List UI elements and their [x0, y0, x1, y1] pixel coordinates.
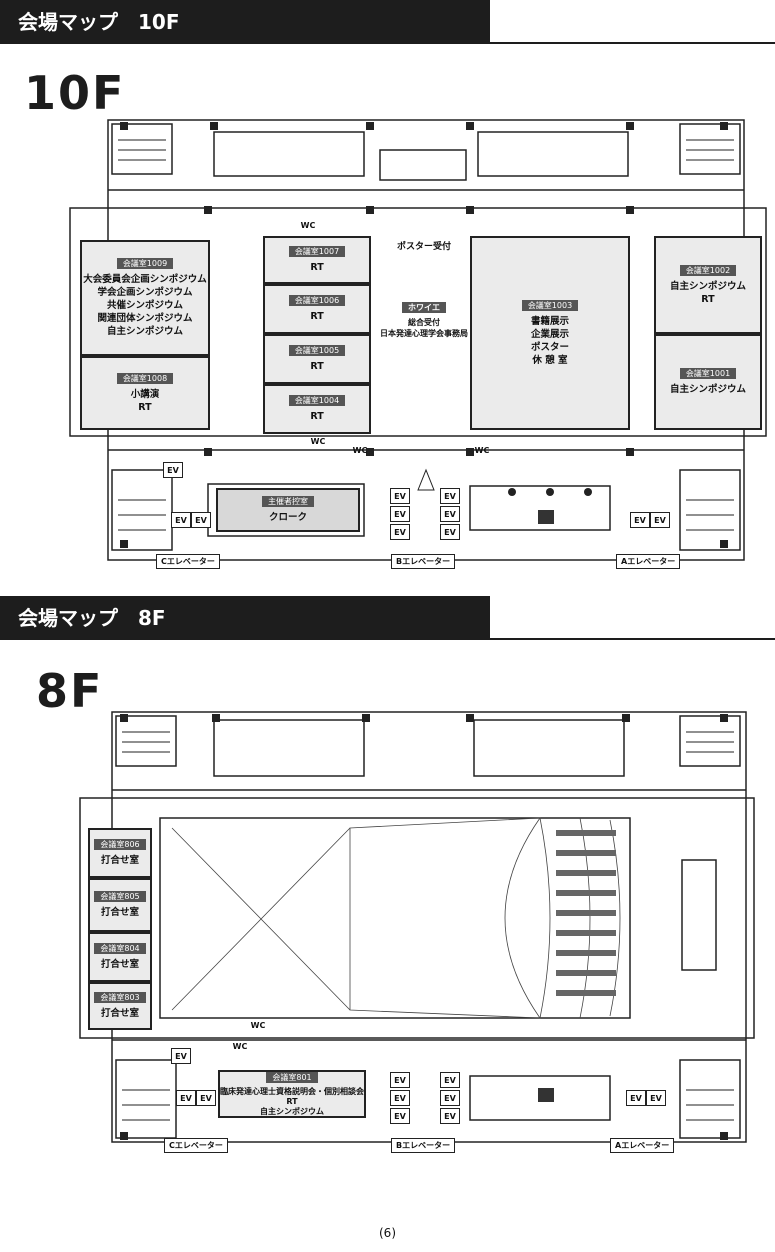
- room-usage: 大会委員会企画シンポジウム 学会企画シンポジウム 共催シンポジウム 関連団体シン…: [83, 274, 207, 337]
- room-usage: 小講演 RT: [130, 388, 160, 413]
- elevator-ev: EV: [440, 524, 460, 540]
- page-number: (6): [379, 1226, 396, 1240]
- wc-label: WC: [474, 446, 490, 455]
- elevator-a-label: Aエレベーター: [616, 554, 681, 569]
- room-806[interactable]: 会議室806 打合せ室: [88, 828, 152, 878]
- elevator-a-label: Aエレベーター: [610, 1138, 675, 1153]
- elevator-ev: EV: [650, 512, 670, 528]
- room-usage: 打合せ室: [100, 855, 139, 866]
- elevator-ev: EV: [390, 488, 410, 504]
- room-usage: 自主シンポジウム RT: [669, 280, 746, 305]
- room-cloak[interactable]: 主催者控室 クローク: [216, 488, 360, 532]
- room-tag: 会議室1007: [288, 246, 346, 257]
- room-1003[interactable]: 会議室1003 書籍展示 企業展示 ポスター 休 憩 室: [470, 236, 630, 430]
- elevator-ev: EV: [171, 1048, 191, 1064]
- elevator-c-label: Cエレベーター: [164, 1138, 228, 1153]
- elevator-ev: EV: [171, 512, 191, 528]
- room-tag: 会議室805: [94, 891, 146, 902]
- foyer-info: ホワイエ 総合受付 日本発達心理学会事務局: [376, 302, 472, 339]
- section-banner-10f: 会場マップ 10F: [0, 0, 490, 44]
- room-tag: 会議室1001: [679, 368, 737, 379]
- room-801[interactable]: 会議室801 臨床発達心理士資格説明会・個別相談会 RT 自主シンポジウム: [218, 1070, 366, 1118]
- elevator-ev: EV: [626, 1090, 646, 1106]
- room-usage: RT: [310, 311, 324, 322]
- floor-label-10f: 10F: [24, 66, 126, 120]
- elevator-c-label: Cエレベーター: [156, 554, 220, 569]
- room-usage: 総合受付 日本発達心理学会事務局: [380, 318, 468, 338]
- elevator-ev: EV: [440, 1072, 460, 1088]
- section-title: 会場マップ 10F: [18, 10, 180, 34]
- room-1009[interactable]: 会議室1009 大会委員会企画シンポジウム 学会企画シンポジウム 共催シンポジウ…: [80, 240, 210, 356]
- room-usage: RT: [310, 361, 324, 372]
- wc-label: WC: [232, 1042, 248, 1051]
- floor-label-8f: 8F: [36, 664, 104, 718]
- wc-label: WC: [250, 1021, 266, 1030]
- room-tag: 会議室803: [94, 992, 146, 1003]
- elevator-ev: EV: [176, 1090, 196, 1106]
- room-tag: 会議室1002: [679, 264, 737, 276]
- elevator-ev: EV: [390, 506, 410, 522]
- room-tag: 会議室1009: [116, 258, 174, 269]
- poster-reception-label: ポスター受付: [396, 242, 451, 252]
- room-tag: 会議室801: [266, 1071, 318, 1083]
- room-usage: クローク: [268, 512, 307, 523]
- room-tag: ホワイエ: [402, 302, 446, 313]
- room-803[interactable]: 会議室803 打合せ室: [88, 982, 152, 1030]
- elevator-ev: EV: [191, 512, 211, 528]
- elevator-ev: EV: [440, 1108, 460, 1124]
- elevator-ev: EV: [646, 1090, 666, 1106]
- room-usage: RT: [310, 262, 324, 273]
- floor-plan-10f-outline: [69, 119, 767, 561]
- room-1001[interactable]: 会議室1001 自主シンポジウム: [654, 334, 762, 430]
- room-tag: 会議室806: [94, 839, 146, 850]
- elevator-b-label: Bエレベーター: [391, 1138, 456, 1153]
- room-tag: 会議室804: [94, 943, 146, 954]
- room-usage: 自主シンポジウム: [669, 384, 746, 395]
- room-1007[interactable]: 会議室1007 RT: [263, 236, 371, 284]
- room-1004[interactable]: 会議室1004 RT: [263, 384, 371, 434]
- room-usage: 打合せ室: [100, 959, 139, 970]
- room-805[interactable]: 会議室805 打合せ室: [88, 878, 152, 932]
- room-tag: 会議室1004: [288, 395, 346, 406]
- wc-label: WC: [300, 221, 316, 230]
- room-tag: 主催者控室: [262, 496, 314, 507]
- elevator-ev: EV: [440, 506, 460, 522]
- room-1005[interactable]: 会議室1005 RT: [263, 334, 371, 384]
- room-usage: 臨床発達心理士資格説明会・個別相談会 RT 自主シンポジウム: [220, 1086, 364, 1116]
- room-tag: 会議室1008: [116, 372, 174, 384]
- elevator-ev: EV: [630, 512, 650, 528]
- section-banner-8f: 会場マップ 8F: [0, 596, 490, 640]
- elevator-ev: EV: [390, 1090, 410, 1106]
- divider: [0, 42, 775, 44]
- floor-map-8f: 会議室806 打合せ室 会議室805 打合せ室 会議室804 打合せ室 会議室8…: [79, 711, 755, 1153]
- room-tag: 会議室1003: [521, 299, 579, 311]
- room-tag: 会議室1005: [288, 345, 346, 356]
- room-804[interactable]: 会議室804 打合せ室: [88, 932, 152, 982]
- elevator-ev: EV: [440, 488, 460, 504]
- room-1002[interactable]: 会議室1002 自主シンポジウム RT: [654, 236, 762, 334]
- elevator-ev: EV: [163, 462, 183, 478]
- section-title: 会場マップ 8F: [18, 606, 166, 630]
- room-usage: 書籍展示 企業展示 ポスター 休 憩 室: [530, 315, 569, 366]
- elevator-ev: EV: [196, 1090, 216, 1106]
- elevator-ev: EV: [390, 1072, 410, 1088]
- room-usage: 打合せ室: [100, 1008, 139, 1019]
- room-usage: 打合せ室: [100, 907, 139, 918]
- elevator-b-label: Bエレベーター: [391, 554, 456, 569]
- room-1008[interactable]: 会議室1008 小講演 RT: [80, 356, 210, 430]
- wc-label: WC: [310, 437, 326, 446]
- wc-label: WC: [352, 446, 368, 455]
- room-1006[interactable]: 会議室1006 RT: [263, 284, 371, 334]
- floor-map-10f: 会議室1009 大会委員会企画シンポジウム 学会企画シンポジウム 共催シンポジウ…: [0, 0, 775, 590]
- room-usage: RT: [310, 411, 324, 422]
- divider: [0, 638, 775, 640]
- elevator-ev: EV: [440, 1090, 460, 1106]
- room-tag: 会議室1006: [288, 295, 346, 306]
- elevator-ev: EV: [390, 1108, 410, 1124]
- elevator-ev: EV: [390, 524, 410, 540]
